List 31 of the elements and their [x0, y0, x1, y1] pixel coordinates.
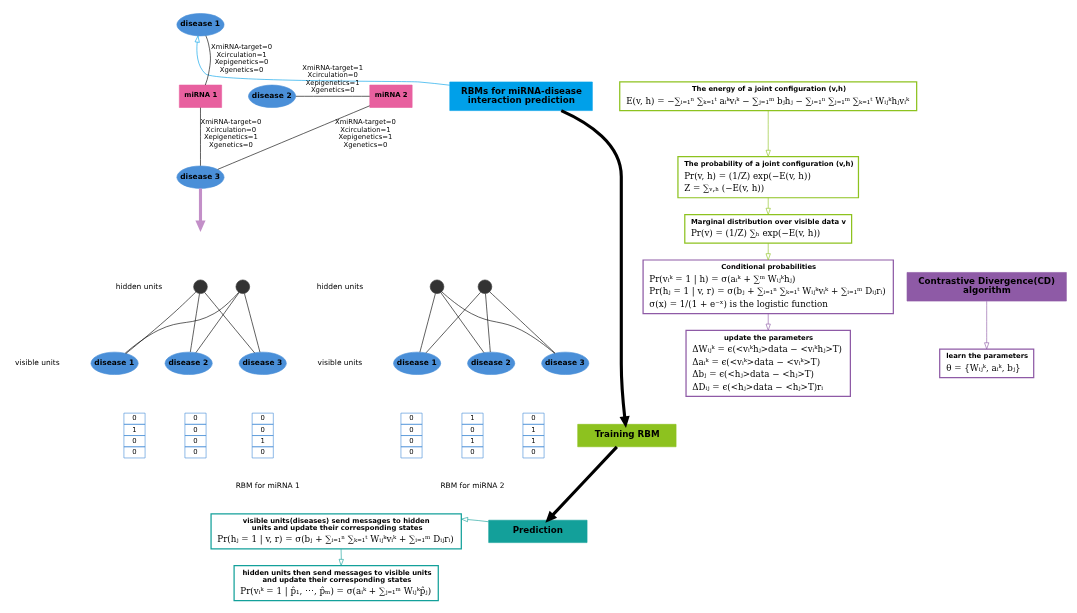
arrow	[765, 109, 771, 157]
arrow	[338, 548, 344, 566]
connector	[124, 291, 239, 353]
arrow	[461, 516, 489, 522]
node-circle	[477, 279, 493, 294]
arrow	[765, 242, 771, 260]
node-circle	[429, 279, 445, 294]
node-circle	[235, 279, 250, 294]
arrow	[195, 188, 206, 232]
arrow	[765, 312, 771, 331]
connector	[244, 292, 261, 352]
node-box: Prediction	[488, 519, 588, 543]
connector	[425, 291, 481, 353]
connector	[441, 291, 555, 354]
connector	[204, 291, 255, 353]
node-box: Contrastive Divergence(CD) algorithm	[906, 271, 1067, 301]
arrow	[560, 108, 630, 428]
connector	[190, 292, 200, 352]
node-circle	[193, 279, 208, 294]
arrow	[765, 196, 771, 215]
arrow	[545, 445, 618, 523]
connector	[440, 291, 485, 353]
arrow	[194, 35, 451, 85]
connector	[125, 291, 197, 354]
connector	[489, 291, 556, 353]
node-box: Training RBM	[577, 423, 677, 447]
connector	[195, 291, 240, 353]
arrow	[984, 300, 990, 349]
connector	[419, 292, 436, 352]
node-box: RBMs for miRNA-disease interaction prediction	[449, 81, 593, 111]
connector	[485, 293, 491, 352]
